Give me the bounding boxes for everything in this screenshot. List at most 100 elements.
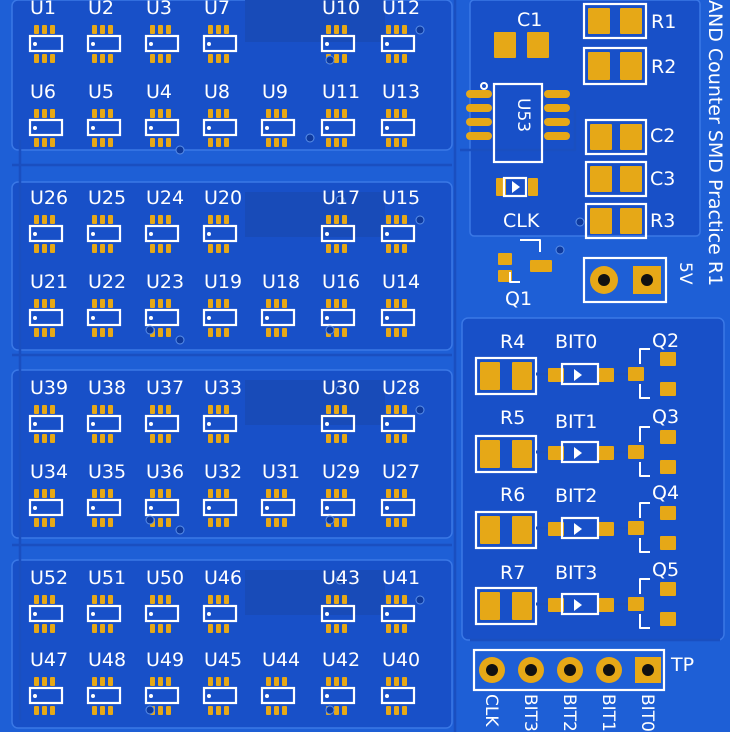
ic-pad	[224, 244, 229, 253]
soic-pad	[466, 118, 492, 126]
pin1-marker	[385, 422, 389, 426]
ic-outline	[86, 308, 122, 327]
ic-label: U17	[322, 187, 361, 209]
ic-pad	[158, 328, 163, 337]
pad-led	[548, 522, 564, 536]
ic-pad	[50, 434, 55, 443]
outline-resistor	[474, 434, 538, 474]
ic-label: U8	[204, 81, 230, 103]
via	[325, 55, 335, 65]
ic-pad	[216, 54, 221, 63]
ic-pad	[224, 624, 229, 633]
ic-pad	[166, 138, 171, 147]
pin1-marker	[265, 694, 269, 698]
outline-transistor	[639, 426, 650, 442]
ic-pad	[216, 25, 221, 34]
ic-pad	[402, 624, 407, 633]
pin1-marker	[91, 612, 95, 616]
ic-pad	[158, 109, 163, 118]
header-pin-label-3: BIT2	[559, 694, 579, 732]
ic-pad	[158, 434, 163, 443]
ic-outline	[28, 118, 64, 137]
pad-led	[598, 368, 614, 382]
led-polarity-marker	[574, 523, 582, 535]
label-tp: TP	[671, 654, 695, 676]
outline-r3	[584, 202, 648, 240]
ic-label: U5	[88, 81, 114, 103]
ic-pad	[50, 489, 55, 498]
ic-pad	[42, 595, 47, 604]
pin1-marker	[207, 316, 211, 320]
ic-pad	[216, 109, 221, 118]
ic-pad	[92, 489, 97, 498]
ic-pad	[42, 518, 47, 527]
ic-pad	[334, 624, 339, 633]
ic-pad	[34, 706, 39, 715]
ic-pad	[216, 518, 221, 527]
ic-pad	[224, 109, 229, 118]
ic-label: U21	[30, 271, 69, 293]
ic-outline	[320, 308, 356, 327]
pin1-marker	[325, 42, 329, 46]
ic-pad	[166, 706, 171, 715]
ic-pad	[224, 434, 229, 443]
ic-label: U30	[322, 377, 361, 399]
ic-pad	[334, 434, 339, 443]
header-hole	[642, 664, 654, 676]
ic-pad	[334, 109, 339, 118]
ic-outline	[28, 308, 64, 327]
ic-outline	[380, 686, 416, 705]
ic-pad	[208, 138, 213, 147]
ic-outline	[144, 118, 180, 137]
pad-transistor	[660, 352, 676, 366]
ic-pad	[150, 25, 155, 34]
ic-outline	[380, 34, 416, 53]
pad-led-clk	[528, 178, 538, 196]
ic-pad	[42, 405, 47, 414]
ic-label: U23	[146, 271, 185, 293]
pin1-marker	[325, 612, 329, 616]
pad-r3	[590, 208, 612, 234]
copper-region	[245, 0, 385, 42]
ic-pad	[334, 518, 339, 527]
ic-pad	[386, 489, 391, 498]
ic-pad	[224, 706, 229, 715]
ic-label: U38	[88, 377, 127, 399]
pin1-marker	[33, 694, 37, 698]
outline-transistor	[639, 502, 650, 518]
ic-pad	[342, 328, 347, 337]
ic-pad	[326, 595, 331, 604]
outline-transistor	[639, 348, 650, 364]
pad-led	[598, 598, 614, 612]
ic-pad	[158, 518, 163, 527]
pin1-marker	[207, 506, 211, 510]
ic-label: U7	[204, 0, 230, 19]
ic-pad	[334, 706, 339, 715]
ic-pad	[166, 624, 171, 633]
ic-pad	[100, 109, 105, 118]
pin1-marker	[480, 82, 488, 90]
ic-pad	[208, 677, 213, 686]
ic-pad	[92, 405, 97, 414]
ic-pad	[108, 489, 113, 498]
ic-pad	[50, 328, 55, 337]
via	[175, 335, 185, 345]
ic-pad	[402, 25, 407, 34]
label-r4: R4	[500, 331, 526, 353]
ic-pad	[386, 109, 391, 118]
ic-pad	[92, 244, 97, 253]
ic-pad	[108, 595, 113, 604]
ic-outline	[202, 34, 238, 53]
pad-resistor	[480, 362, 500, 390]
via	[335, 385, 345, 395]
ic-pad	[150, 215, 155, 224]
ic-pad	[386, 595, 391, 604]
ic-pad	[108, 25, 113, 34]
pad-q1	[530, 260, 552, 272]
ic-label: U46	[204, 567, 243, 589]
ic-label: U6	[30, 81, 56, 103]
ic-pad	[34, 518, 39, 527]
ic-label: U32	[204, 461, 243, 483]
ic-pad	[334, 677, 339, 686]
ic-pad	[158, 299, 163, 308]
